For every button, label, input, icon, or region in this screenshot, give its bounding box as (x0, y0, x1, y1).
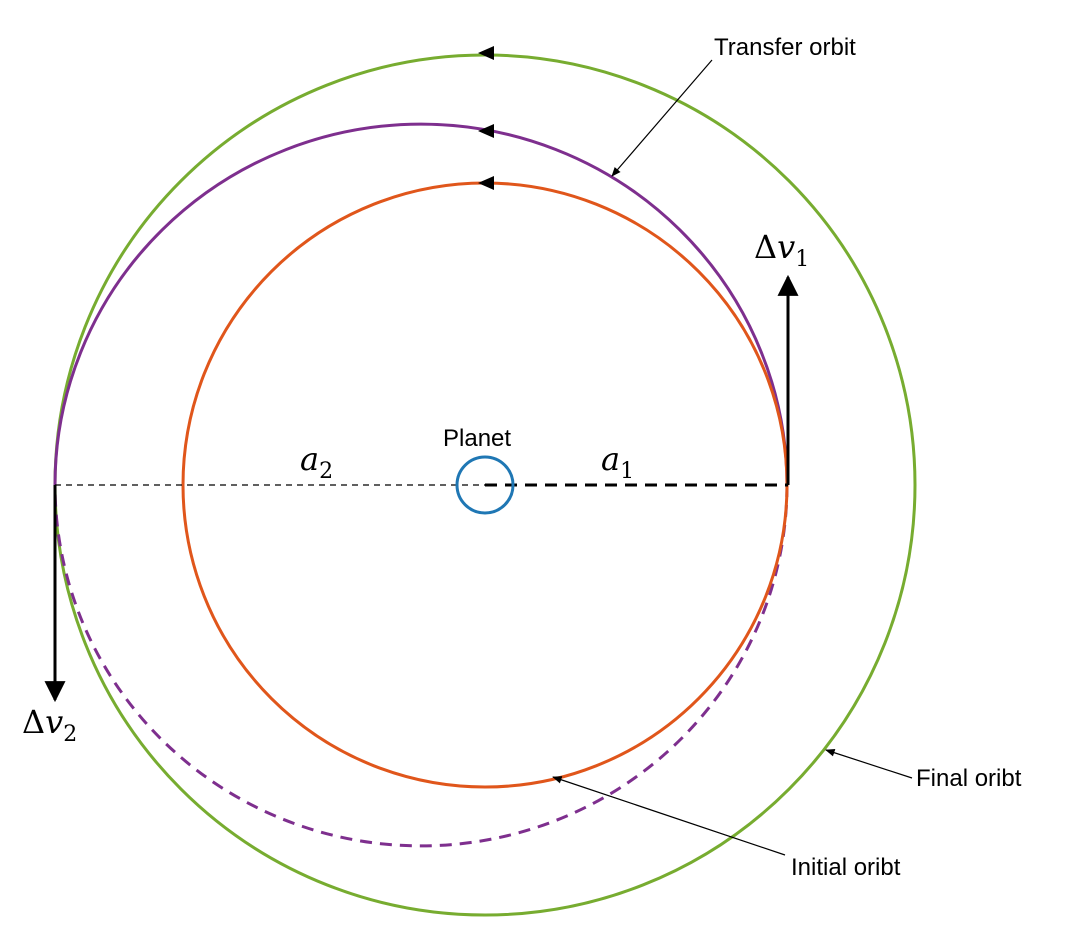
final-orbit-leader (825, 749, 913, 779)
transfer-orbit-leader (611, 59, 713, 177)
a1-label: a1 (601, 440, 634, 484)
transfer-orbit-upper (53, 122, 789, 486)
dv2-subscript: 2 (63, 722, 77, 747)
a2-label: a2 (300, 440, 333, 484)
initial-orbit-label: Initial oribt (791, 854, 901, 881)
a2-subscript: 2 (319, 459, 333, 484)
dv1-symbol: v (777, 228, 795, 266)
a1-symbol: a (601, 440, 620, 478)
transfer-orbit-direction-arrow (478, 124, 494, 138)
final-orbit-label: Final oribt (916, 765, 1022, 792)
initial-orbit-direction-arrow (478, 176, 494, 190)
dv1-subscript: 1 (795, 247, 809, 272)
planet-circle (455, 455, 515, 515)
transfer-orbit-lower-dashed (53, 484, 789, 848)
transfer-orbit-label: Transfer orbit (714, 34, 856, 61)
a2-symbol: a (300, 440, 319, 478)
dv2-label: Δv2 (22, 703, 77, 747)
dv2-symbol: v (45, 703, 63, 741)
dv2-delta: Δ (22, 703, 45, 741)
planet-label: Planet (443, 425, 511, 452)
initial-orbit-leader (552, 776, 786, 856)
final-orbit-direction-arrow (478, 46, 494, 60)
dv1-label: Δv1 (754, 228, 809, 272)
a1-subscript: 1 (620, 459, 634, 484)
dv1-delta: Δ (754, 228, 777, 266)
